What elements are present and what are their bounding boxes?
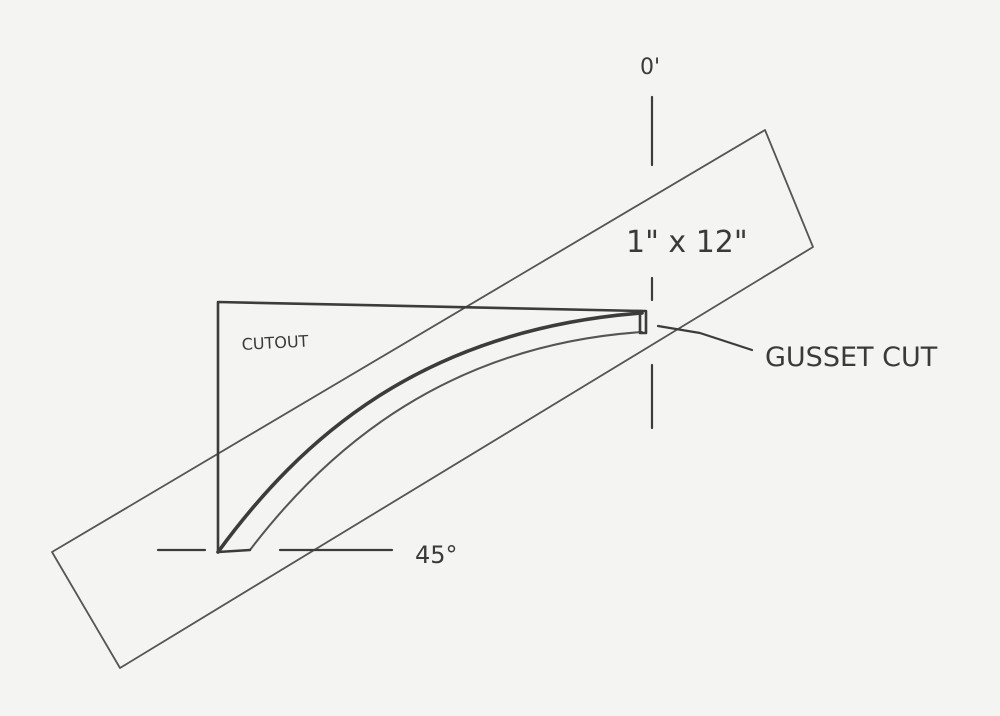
gusset-cut-leader-line (656, 324, 754, 352)
board-outline (51, 129, 814, 669)
gusset-cut-label: GUSSET CUT (765, 342, 938, 373)
gusset-cut-bottom-edge (216, 548, 252, 554)
cutout-label: CUTOUT (241, 332, 309, 354)
board-size-label: 1" x 12" (626, 225, 748, 260)
cutout-outline (216, 300, 644, 552)
gusset-cut-upper-curve (216, 311, 644, 554)
gusset-cut-end-block (638, 309, 648, 335)
gusset-cut-lower-curve (249, 331, 643, 551)
angle-bottom-label: 45° (415, 541, 458, 569)
angle-top-label: 0' (640, 55, 660, 80)
